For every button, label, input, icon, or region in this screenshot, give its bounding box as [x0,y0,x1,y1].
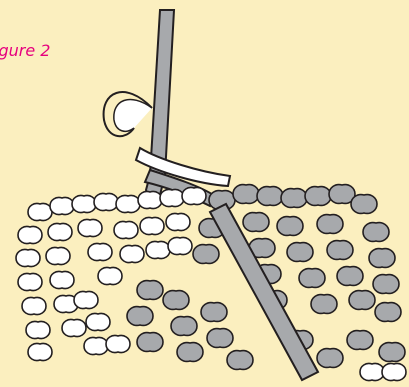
working-yarn-white [134,146,232,188]
white-yarn-tail [359,362,407,382]
figure-caption: igure 2 [0,41,51,60]
diagonal-yarn-strand [208,202,320,382]
